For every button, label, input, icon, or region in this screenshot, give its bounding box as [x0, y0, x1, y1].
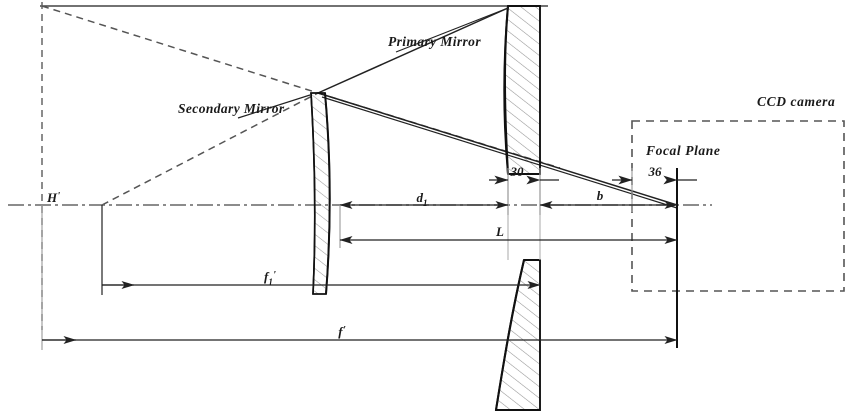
dimension-f1-group — [101, 205, 541, 295]
construction-lines-group — [8, 2, 712, 330]
principal-plane-prime: ' — [57, 190, 60, 202]
ray-secondary-to-focus-2 — [321, 96, 678, 209]
f-prime: ' — [343, 324, 346, 336]
focal-plane-label: Focal Plane — [645, 143, 720, 158]
dimension-36-label: 36 — [648, 164, 663, 179]
dimension-L-label: L — [495, 224, 504, 239]
dimension-f1-label: f1' — [264, 269, 276, 287]
ccd-camera-label: CCD camera — [757, 94, 835, 109]
dimension-30-group — [489, 168, 559, 215]
leader-secondary-mirror — [237, 94, 311, 119]
principal-plane-label: H' — [46, 190, 60, 205]
primary-mirror-label: Primary Mirror — [388, 34, 481, 49]
dimension-30-label: 30 — [510, 164, 525, 179]
dimension-f-group — [41, 205, 678, 350]
leader-primary-mirror — [395, 7, 509, 53]
f1-subscript: 1 — [268, 277, 273, 287]
ray-secondary-to-focus — [317, 92, 678, 206]
primary-mirror-group — [494, 5, 541, 411]
primary-mirror-surface-lower — [494, 259, 526, 411]
leader-lines-group — [237, 7, 509, 119]
secondary-mirror-convex-surface — [324, 92, 331, 295]
ray-primary-to-secondary — [317, 7, 509, 94]
dimension-f-label: f' — [338, 324, 345, 339]
dimension-L-group — [339, 205, 678, 248]
ray-trace-group — [317, 7, 678, 209]
construction-ray-upper — [41, 5, 319, 94]
primary-mirror-surface-upper — [503, 5, 510, 175]
principal-plane-letter: H — [46, 190, 58, 205]
secondary-mirror-label: Secondary Mirror — [178, 101, 285, 116]
d1-subscript: 1 — [423, 198, 428, 208]
primary-mirror-upper-body — [503, 5, 541, 175]
dimension-d1-label: d1 — [417, 190, 428, 208]
f-letter: f — [338, 324, 344, 339]
f1-letter: f — [264, 269, 270, 284]
secondary-mirror-group — [310, 92, 331, 295]
dimension-b-label: b — [597, 188, 604, 203]
secondary-mirror-back-surface — [310, 92, 316, 295]
f1-prime: ' — [273, 269, 276, 281]
construction-ray-to-axis — [101, 92, 319, 206]
d1-letter: d — [417, 190, 424, 205]
